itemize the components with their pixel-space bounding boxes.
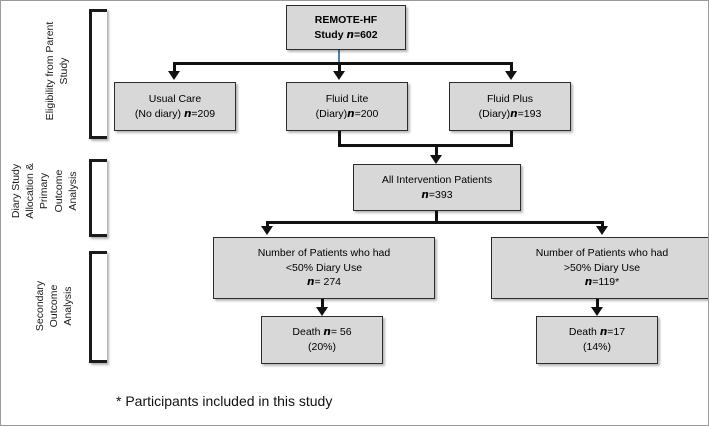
node-line: (Diary)n=200 <box>315 107 379 120</box>
section-label-line: Analysis <box>62 286 75 326</box>
connector-fluid-plus-down <box>510 131 513 147</box>
section-label-line: Outcome <box>48 284 61 328</box>
arrowhead-under-50 <box>261 226 273 235</box>
node-line: >50% Diary Use <box>563 261 641 274</box>
usual-care-box[interactable]: Usual Care (No diary) n=209 <box>114 82 236 131</box>
connector-merge-bus <box>338 144 513 147</box>
node-line: REMOTE-HF <box>314 13 378 26</box>
connector-to-over-50 <box>601 221 604 227</box>
connector-row1-bus <box>173 62 513 65</box>
node-line: (20%) <box>307 341 336 353</box>
connector-to-fluid-plus <box>510 62 513 72</box>
node-line: Number of Patients who had <box>257 246 391 259</box>
arrowhead-fluid-lite <box>333 71 345 80</box>
connector-to-under-50 <box>266 221 269 227</box>
connector-fluid-lite-down <box>338 131 341 147</box>
arrowhead-death-over-50 <box>591 307 603 316</box>
node-line: Death n=17 <box>568 326 626 339</box>
section-label-line: Primary <box>38 172 51 210</box>
diary-use-over-50-box[interactable]: Number of Patients who had >50% Diary Us… <box>491 237 708 299</box>
node-line: Usual Care <box>148 92 202 105</box>
diary-use-under-50-box[interactable]: Number of Patients who had <50% Diary Us… <box>213 237 435 299</box>
remote-hf-study-box[interactable]: REMOTE-HF Study n=602 <box>286 5 406 50</box>
connector-row4-bus <box>266 221 604 224</box>
node-line: (14%) <box>582 341 611 353</box>
section-label-line: Allocation & <box>24 163 37 219</box>
fluid-lite-box[interactable]: Fluid Lite (Diary)n=200 <box>286 82 408 131</box>
connector-under-50-to-death <box>321 299 324 309</box>
all-intervention-patients-box[interactable]: All Intervention Patients n=393 <box>353 164 521 211</box>
section-label-line: Diary Study <box>10 163 22 219</box>
arrowhead-usual-care <box>168 71 180 80</box>
connector-to-usual-care <box>173 62 176 72</box>
node-line: Fluid Lite <box>325 92 369 105</box>
bracket-eligibility <box>89 9 107 139</box>
section-label-eligibility: Eligibility from Parent Study <box>43 1 71 141</box>
bracket-diary-allocation <box>89 159 107 237</box>
arrowhead-over-50 <box>596 226 608 235</box>
node-line: (Diary)n=193 <box>478 107 542 120</box>
section-label-line: Analysis <box>66 171 79 211</box>
connector-merge-stem <box>435 144 438 156</box>
connector-study-stem <box>338 50 340 64</box>
section-label-line: Study <box>58 57 71 85</box>
footnote-text: * Participants included in this study <box>116 393 333 409</box>
node-line: Death n= 56 <box>292 326 352 339</box>
fluid-plus-box[interactable]: Fluid Plus (Diary)n=193 <box>449 82 571 131</box>
node-line: (No diary) n=209 <box>134 107 216 120</box>
arrowhead-fluid-plus <box>505 71 517 80</box>
connector-over-50-to-death <box>596 299 599 309</box>
section-label-line: Eligibility from Parent <box>44 21 56 121</box>
node-line: Fluid Plus <box>486 92 534 105</box>
section-label-line: Outcome <box>52 169 65 213</box>
section-label-secondary: Secondary Outcome Analysis <box>33 251 76 361</box>
section-label-line: Secondary <box>34 280 46 332</box>
death-over-50-box[interactable]: Death n=17 (14%) <box>536 316 658 364</box>
section-label-diary-allocation: Diary Study Allocation & Primary Outcome… <box>9 141 80 241</box>
connector-to-fluid-lite <box>338 62 341 72</box>
node-line: All Intervention Patients <box>381 173 493 186</box>
node-line: <50% Diary Use <box>285 261 363 274</box>
node-line: Study n=602 <box>314 28 378 41</box>
node-line: n=393 <box>421 188 453 201</box>
node-line: Number of Patients who had <box>535 246 669 259</box>
connector-intervention-stem <box>435 211 438 223</box>
node-line: n=119* <box>584 276 620 289</box>
arrowhead-death-under-50 <box>316 307 328 316</box>
bracket-secondary <box>89 251 107 363</box>
node-line: n= 274 <box>306 276 342 289</box>
death-under-50-box[interactable]: Death n= 56 (20%) <box>261 316 383 364</box>
arrowhead-all-intervention <box>430 155 442 164</box>
